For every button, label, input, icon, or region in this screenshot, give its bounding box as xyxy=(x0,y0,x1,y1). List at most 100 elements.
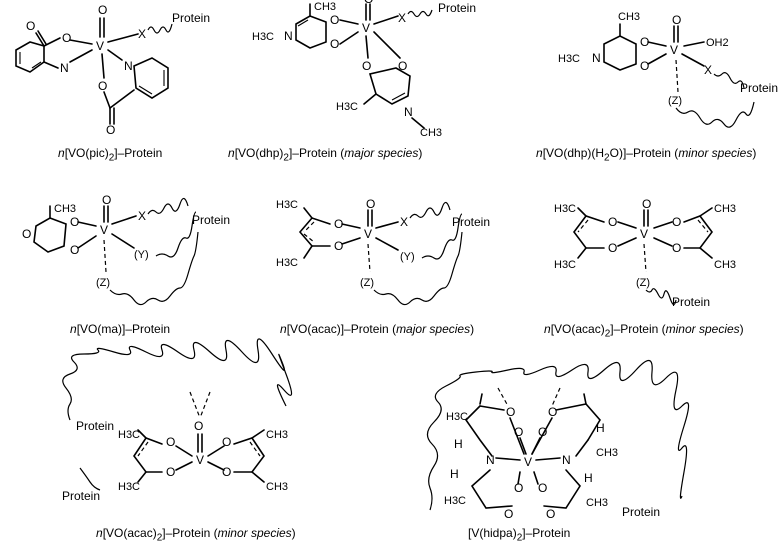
svg-text:V: V xyxy=(640,227,648,241)
svg-text:Protein: Protein xyxy=(192,213,230,227)
svg-text:N: N xyxy=(562,453,571,467)
structure-vo-dhp-h2o: V O OH2 X Protein (Z) O O CH3 N H3C xyxy=(558,11,778,128)
caption-vo-ma: n[VO(ma)]–Protein xyxy=(70,322,171,336)
svg-text:O: O xyxy=(330,37,339,51)
svg-text:N: N xyxy=(486,453,495,467)
svg-text:H3C: H3C xyxy=(252,31,274,43)
svg-text:V: V xyxy=(100,223,108,237)
svg-text:H3C: H3C xyxy=(558,53,580,65)
svg-text:Protein: Protein xyxy=(740,81,778,95)
svg-text:O: O xyxy=(102,193,111,207)
svg-text:H3C: H3C xyxy=(446,411,468,423)
caption-vo-acac2-a: n[VO(acac)2]–Protein (minor species) xyxy=(544,322,744,340)
svg-text:CH3: CH3 xyxy=(266,429,288,441)
caption-vo-dhp2: n[VO(dhp)2]–Protein (major species) xyxy=(228,146,423,164)
structure-vo-pic2: V O X Protein O O N N O O xyxy=(15,3,210,137)
svg-text:CH3: CH3 xyxy=(618,11,640,23)
svg-text:H: H xyxy=(584,471,593,485)
svg-text:V: V xyxy=(364,227,372,241)
svg-text:X: X xyxy=(400,215,408,229)
svg-text:CH3: CH3 xyxy=(54,203,76,215)
svg-text:V: V xyxy=(362,21,370,35)
svg-text:(Z): (Z) xyxy=(96,277,110,289)
svg-text:O: O xyxy=(194,419,203,433)
svg-text:H3C: H3C xyxy=(118,429,140,441)
svg-text:O: O xyxy=(608,215,617,229)
structure-vo-acac2-a: V O O O H3C H3C O O CH3 CH3 (Z) Protein xyxy=(554,197,736,309)
svg-text:O: O xyxy=(22,227,31,241)
svg-text:Protein: Protein xyxy=(672,295,710,309)
svg-text:Protein: Protein xyxy=(452,215,490,229)
svg-text:O: O xyxy=(514,481,523,495)
svg-text:O: O xyxy=(330,13,339,27)
svg-text:O: O xyxy=(504,507,513,521)
svg-text:H: H xyxy=(454,437,463,451)
svg-text:O: O xyxy=(546,507,555,521)
svg-text:O: O xyxy=(398,59,407,73)
caption-v-hidpa2: [V(hidpa)2]–Protein xyxy=(468,526,571,543)
svg-text:(Z): (Z) xyxy=(636,277,650,289)
svg-text:O: O xyxy=(70,243,79,257)
vanadium-atom: V xyxy=(96,39,104,53)
svg-text:CH3: CH3 xyxy=(586,497,608,509)
svg-text:X: X xyxy=(138,209,146,223)
svg-text:X: X xyxy=(398,11,406,25)
svg-text:O: O xyxy=(548,405,557,419)
svg-text:Protein: Protein xyxy=(62,489,100,503)
svg-text:O: O xyxy=(70,215,79,229)
svg-text:H: H xyxy=(450,467,459,481)
svg-text:O: O xyxy=(608,241,617,255)
svg-text:H3C: H3C xyxy=(276,257,298,269)
structure-vo-acac: V O X Protein (Y) (Z) O O H3C H3C xyxy=(276,197,490,306)
structure-v-hidpa2: Protein V N N O O O O H3C H H CH3 O O O … xyxy=(426,359,690,521)
svg-text:N: N xyxy=(124,59,133,73)
svg-text:CH3: CH3 xyxy=(420,127,442,139)
svg-text:CH3: CH3 xyxy=(714,259,736,271)
svg-text:V: V xyxy=(670,43,678,57)
svg-text:N: N xyxy=(60,61,69,75)
svg-text:O: O xyxy=(362,59,371,73)
caption-vo-acac: n[VO(acac)]–Protein (major species) xyxy=(280,322,475,336)
svg-text:(Y): (Y) xyxy=(400,251,415,263)
caption-vo-acac2-b: n[VO(acac)2]–Protein (minor species) xyxy=(96,526,296,543)
svg-text:H: H xyxy=(596,421,605,435)
svg-text:H3C: H3C xyxy=(554,203,576,215)
svg-text:O: O xyxy=(98,3,107,17)
caption-vo-dhp-h2o: n[VO(dhp)(H2O)]–Protein (minor species) xyxy=(536,146,757,164)
svg-text:O: O xyxy=(506,405,515,419)
svg-text:H3C: H3C xyxy=(444,495,466,507)
structure-vo-ma: V O X Protein (Y) (Z) O O CH3 O xyxy=(22,193,230,306)
svg-text:CH3: CH3 xyxy=(266,481,288,493)
svg-text:O: O xyxy=(640,35,649,49)
svg-text:Protein: Protein xyxy=(76,419,114,433)
svg-text:O: O xyxy=(538,481,547,495)
svg-text:N: N xyxy=(592,51,601,65)
svg-text:O: O xyxy=(672,13,681,27)
svg-text:O: O xyxy=(334,217,343,231)
svg-text:(Z): (Z) xyxy=(360,277,374,289)
svg-text:Protein: Protein xyxy=(622,505,660,519)
svg-text:O: O xyxy=(538,425,547,439)
svg-text:O: O xyxy=(642,197,651,211)
svg-text:O: O xyxy=(26,19,35,33)
svg-text:O: O xyxy=(366,197,375,211)
svg-text:V: V xyxy=(524,455,532,469)
svg-text:O: O xyxy=(514,425,523,439)
svg-text:(Y): (Y) xyxy=(134,249,149,261)
svg-text:V: V xyxy=(196,453,204,467)
svg-text:O: O xyxy=(222,435,231,449)
svg-text:O: O xyxy=(166,435,175,449)
protein-label: Protein xyxy=(172,11,210,25)
caption-vo-pic2: n[VO(pic)2]–Protein xyxy=(58,146,163,164)
svg-text:O: O xyxy=(672,241,681,255)
structure-vo-dhp2: V O X Protein O O CH3 N H3C O O H3C N CH… xyxy=(252,0,476,139)
svg-text:CH3: CH3 xyxy=(714,203,736,215)
svg-text:CH3: CH3 xyxy=(314,1,336,13)
svg-text:O: O xyxy=(640,59,649,73)
structure-vo-acac2-b: Protein O V O O H3C H3C O O CH3 CH3 Prot… xyxy=(62,338,293,503)
svg-text:H3C: H3C xyxy=(118,481,140,493)
svg-text:N: N xyxy=(284,29,293,43)
svg-text:O: O xyxy=(222,465,231,479)
svg-text:(Z): (Z) xyxy=(668,95,682,107)
